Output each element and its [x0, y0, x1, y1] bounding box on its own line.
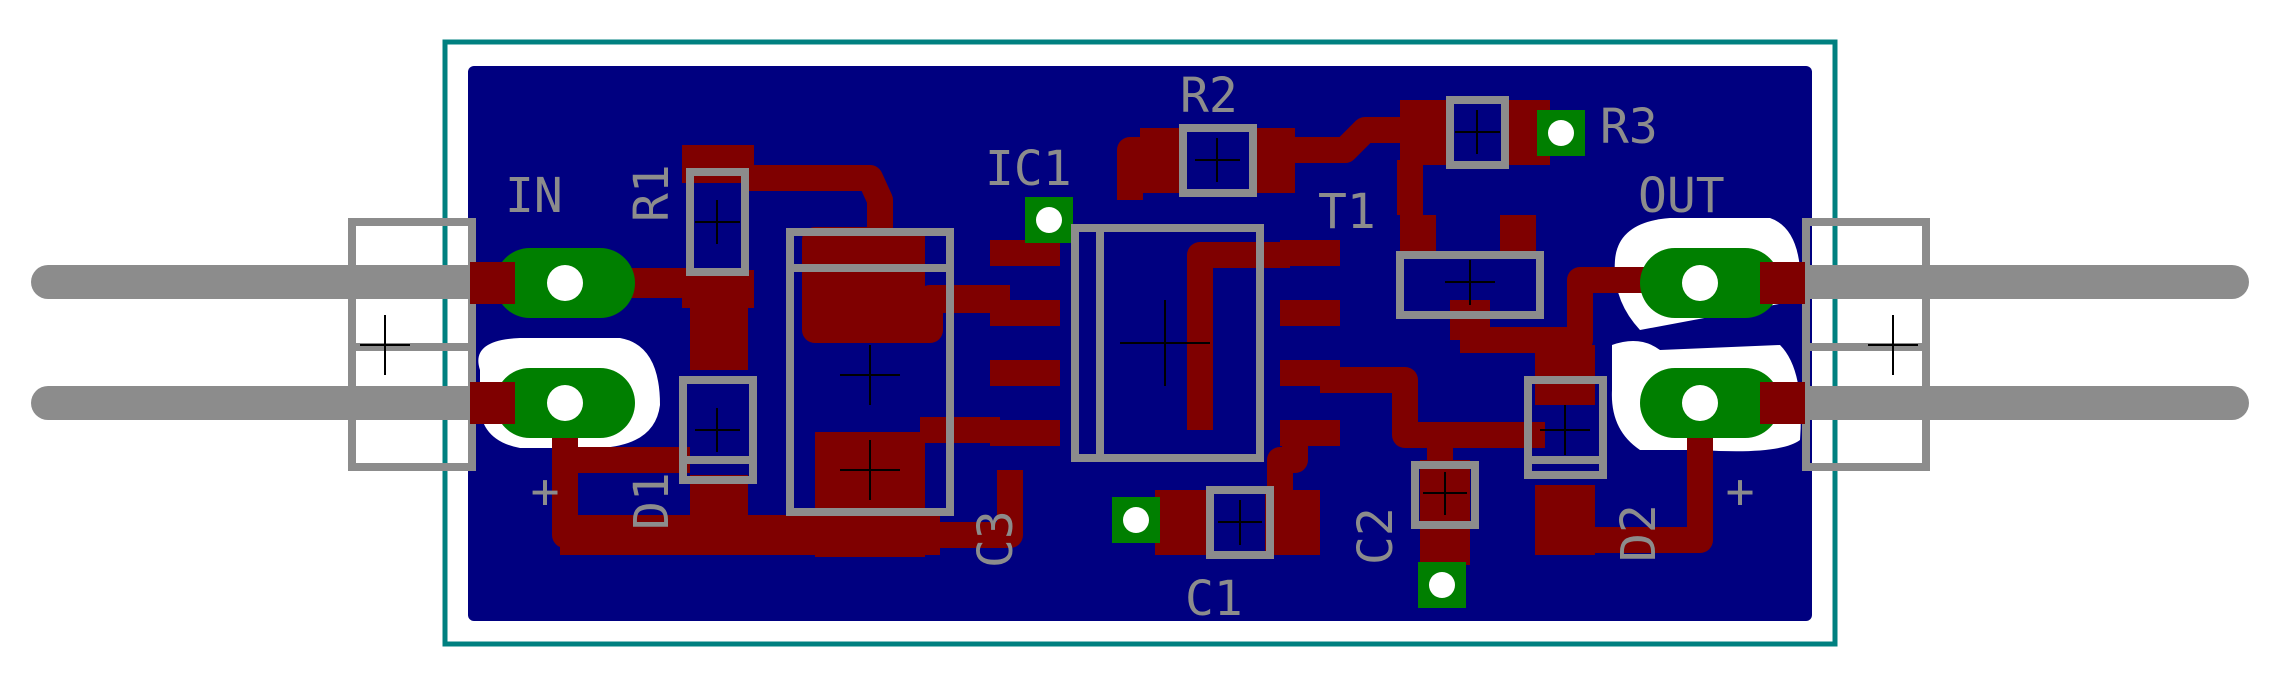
d1-pad-top: [690, 300, 748, 370]
silk-r2: [1179, 124, 1257, 197]
crosshair-icon: [360, 315, 410, 375]
pad-out-bottom-hole: [1682, 385, 1718, 421]
silk-d1: [679, 376, 757, 484]
silk-t1: [1396, 251, 1544, 319]
c1-pad-right: [1265, 490, 1320, 555]
pad-in-top-hole: [547, 265, 583, 301]
crosshair-icon: [1218, 500, 1262, 545]
trace-ic-d2: [1320, 367, 1545, 448]
pad-in-bottom-hole: [547, 385, 583, 421]
silk-c2: [1411, 461, 1479, 529]
crosshair-icon: [840, 440, 900, 500]
connector-pads: [470, 248, 1805, 438]
silk-ic1: [1071, 224, 1264, 462]
ground-return-block: [560, 515, 940, 555]
label-in: IN: [505, 168, 563, 224]
label-r3: R3: [1600, 99, 1658, 155]
trace-t1-out: [1460, 267, 1650, 353]
copper-layer: [552, 100, 1713, 565]
crosshair-icon: [1445, 260, 1495, 305]
via-c1-hole: [1123, 507, 1149, 533]
label-c1: C1: [1185, 571, 1243, 627]
crosshair-icon: [1540, 405, 1590, 455]
label-r1: R1: [624, 164, 680, 222]
label-d1: D1: [624, 472, 680, 530]
via-ic1-hole: [1036, 207, 1062, 233]
crosshair-icon: [840, 345, 900, 405]
label-r2: R2: [1180, 68, 1238, 124]
label-out: OUT: [1638, 168, 1725, 224]
ic1-pad-l1: [990, 240, 1060, 266]
label-t1: T1: [1318, 184, 1376, 240]
silk-r3: [1446, 96, 1509, 169]
via-c2-hole: [1429, 572, 1455, 598]
label-c3: C3: [968, 510, 1024, 568]
ic1-pad-l2: [990, 300, 1060, 326]
label-plus-out: +: [1711, 478, 1767, 507]
connector-housings: [348, 218, 1930, 471]
trace-ic-c1: [1267, 430, 1308, 505]
test-point-vias: [1025, 110, 1585, 608]
cu-tab-out-top: [1760, 262, 1805, 304]
crosshair-icon: [1120, 300, 1210, 386]
r3-pad-left: [1400, 100, 1450, 165]
cu-tab-in-top: [470, 262, 515, 304]
crosshair-icons: [360, 110, 1918, 545]
d2-pad-top: [1535, 345, 1595, 405]
crosshair-icon: [695, 408, 740, 452]
silk-c3: [786, 228, 954, 516]
connector-pins: [31, 265, 2249, 420]
crosshair-icon: [1195, 138, 1240, 182]
crosshair-icon: [1423, 472, 1467, 515]
ic1-pad-l3: [990, 360, 1060, 386]
label-ic1: IC1: [985, 141, 1072, 197]
r2-pad-right: [1250, 128, 1295, 193]
crosshair-icon: [1455, 110, 1500, 154]
cu-tab-out-bottom: [1760, 382, 1805, 424]
silk-r1: [686, 168, 749, 276]
via-r3-hole: [1548, 120, 1574, 146]
t1-pad-left: [1400, 215, 1436, 255]
trace-r2-r3: [1290, 117, 1410, 163]
label-d2: D2: [1611, 504, 1667, 562]
pad-out-top-hole: [1682, 265, 1718, 301]
label-c2: C2: [1348, 507, 1404, 565]
silk-c1: [1206, 486, 1274, 559]
crosshair-icon: [695, 200, 740, 244]
crosshair-icon: [1868, 315, 1918, 375]
silkscreen-layer: [679, 96, 1607, 559]
r2-pad-left: [1140, 128, 1185, 193]
c1-pad-left: [1155, 490, 1210, 555]
silk-d2: [1524, 376, 1607, 479]
silkscreen-labels: IN OUT R1 R2 R3 IC1 T1 C1 C2 C3 D1 D2 + …: [505, 68, 1767, 627]
trace-d2-out: [1585, 415, 1713, 553]
c3-pad-top: [815, 232, 925, 332]
label-plus-in: +: [516, 478, 572, 507]
ic1-pad-r2: [1280, 300, 1340, 326]
cu-tab-in-bottom: [470, 382, 515, 424]
t1-pad-right: [1500, 215, 1536, 255]
ic1-pad-l4: [990, 420, 1060, 446]
